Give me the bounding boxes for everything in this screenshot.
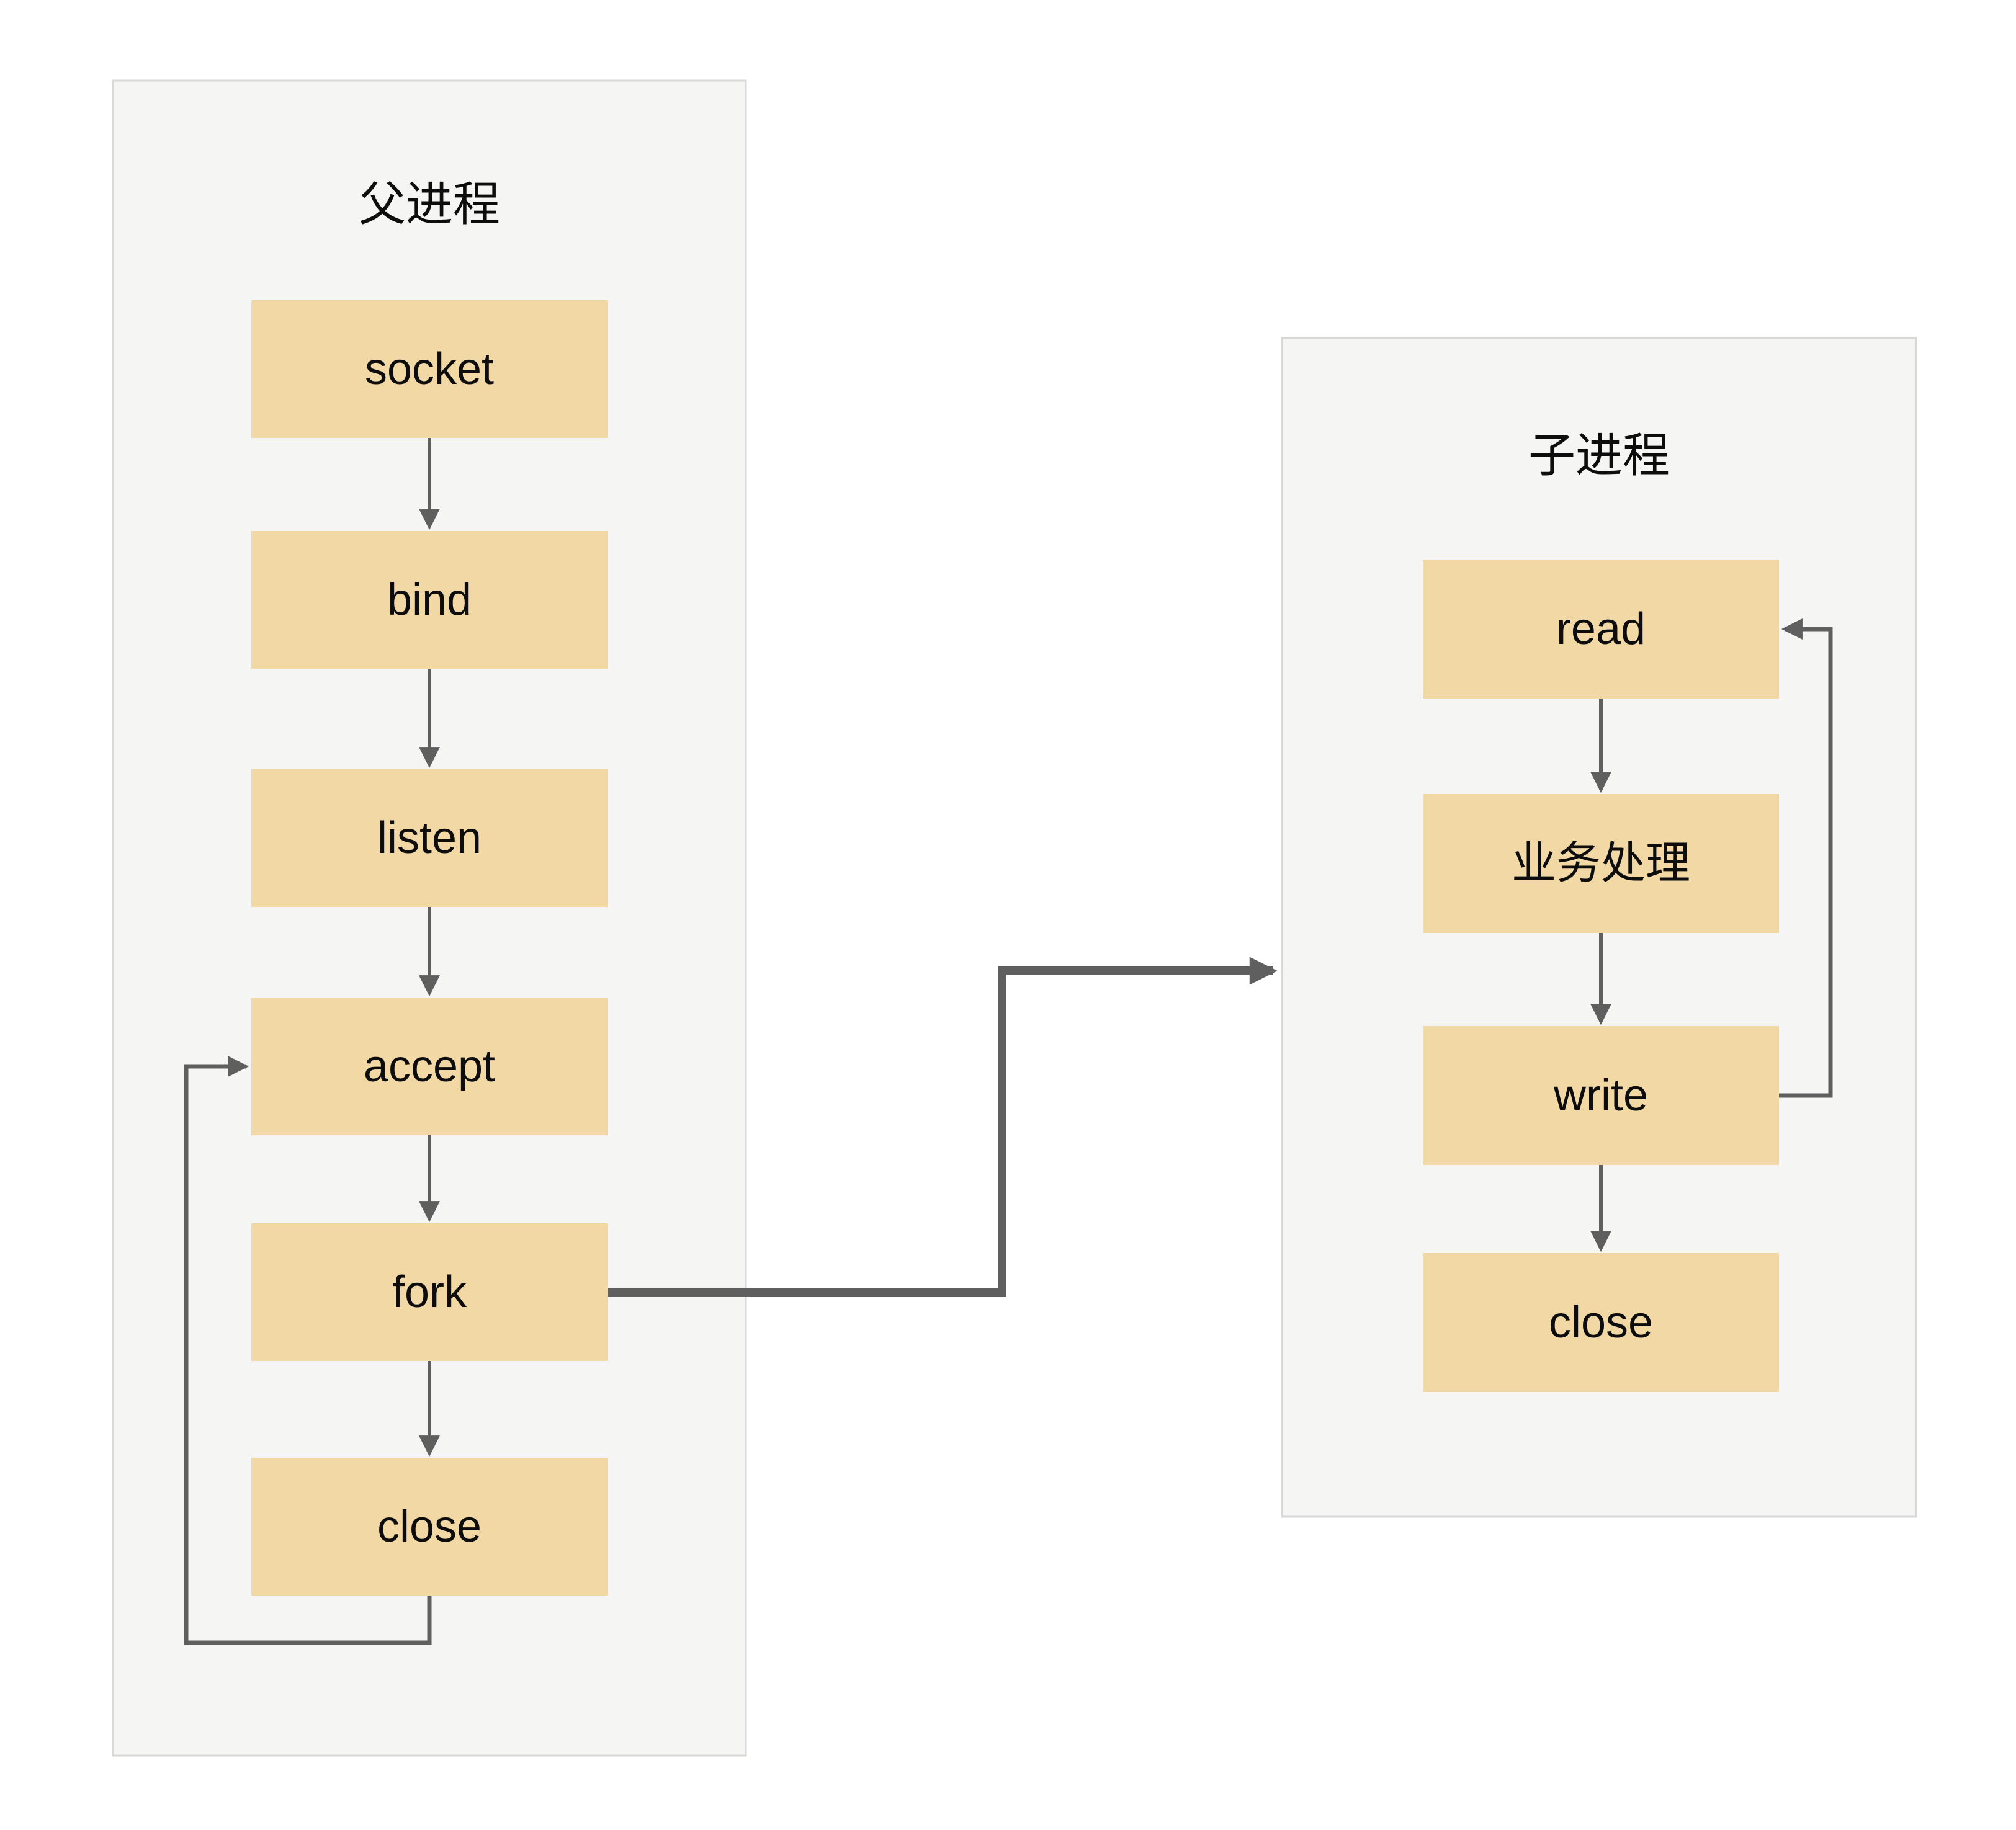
node-parent-close-box	[251, 1458, 608, 1596]
node-bind-box	[251, 531, 608, 669]
edge-write-to-read-loop-arrow	[1779, 618, 1833, 1098]
node-read-label: read	[1556, 604, 1646, 654]
edge-fork-to-child-process-arrow	[608, 957, 1278, 1297]
node-read-box	[1423, 560, 1779, 699]
node-socket-box	[251, 300, 608, 438]
node-fork-label: fork	[392, 1267, 467, 1317]
node-listen-box	[251, 769, 608, 907]
parent-panel-title: 父进程	[359, 179, 500, 231]
node-write-box	[1423, 1026, 1779, 1165]
node-fork-box	[251, 1223, 608, 1361]
node-accept-label: accept	[364, 1042, 495, 1091]
node-business-process-label: 业务处理	[1512, 839, 1690, 888]
node-child-close-box	[1423, 1253, 1779, 1392]
node-child-close-label: close	[1549, 1298, 1653, 1347]
node-accept-box	[251, 998, 608, 1135]
node-parent-close-label: close	[377, 1502, 482, 1551]
edge-close-to-accept-loop-arrow	[184, 1056, 432, 1645]
node-write-label: write	[1553, 1071, 1648, 1120]
node-business-process-box	[1423, 794, 1779, 933]
node-listen-label: listen	[377, 813, 482, 863]
node-socket-label: socket	[365, 344, 494, 394]
child-panel-title: 子进程	[1528, 430, 1670, 483]
node-bind-label: bind	[387, 575, 472, 625]
